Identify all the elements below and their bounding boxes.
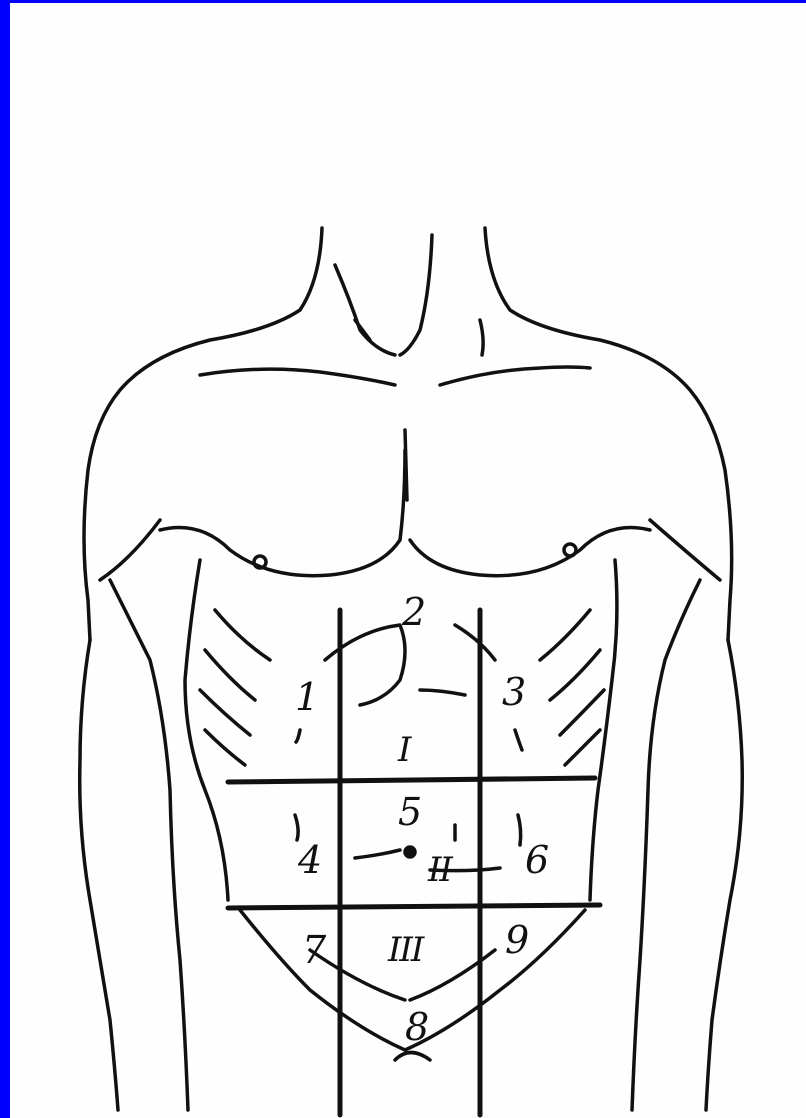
rib-left-1 — [215, 610, 270, 660]
torso-side-right — [590, 560, 617, 900]
region-label-5: 5 — [398, 793, 422, 831]
deltoid-right — [650, 520, 720, 580]
tick-left — [295, 815, 298, 840]
neck-left — [84, 228, 322, 640]
region-label-4: 4 — [298, 841, 322, 879]
neck-muscle-right — [400, 235, 432, 355]
abs-line-left — [296, 730, 300, 742]
neck-line-a — [355, 320, 370, 340]
arm-left-inner — [110, 580, 188, 1110]
rib-left-3 — [200, 690, 250, 735]
nipple-right — [564, 544, 576, 556]
region-label-2: 2 — [402, 593, 426, 631]
neck-muscle-left — [335, 265, 395, 355]
zone-label-1: I — [398, 733, 409, 767]
rib-right-2 — [550, 650, 600, 700]
torso-diagram: 1 2 3 4 5 6 7 8 9 I II III — [10, 3, 806, 1118]
pectoral-left — [160, 450, 405, 576]
arm-right-inner — [632, 580, 700, 1110]
rib-left-2 — [205, 650, 255, 700]
horizontal-line-lower — [228, 905, 600, 908]
rib-right-1 — [540, 610, 590, 660]
region-label-3: 3 — [502, 673, 526, 711]
rib-right-4 — [565, 730, 600, 765]
clavicle-left — [200, 369, 395, 385]
neck-right — [485, 228, 732, 640]
rib-left-4 — [205, 730, 245, 765]
sternum-line — [405, 430, 407, 500]
clavicle-right — [440, 367, 590, 385]
arm-left-outer — [80, 640, 118, 1110]
navel — [405, 847, 415, 857]
groin-bottom — [395, 1053, 430, 1061]
costal-arch-left — [325, 625, 405, 705]
navel-line-left — [355, 850, 400, 858]
region-label-9: 9 — [505, 921, 529, 959]
abs-line-right — [515, 730, 522, 750]
region-label-6: 6 — [525, 841, 549, 879]
arm-right-outer — [706, 640, 742, 1110]
rib-right-3 — [560, 690, 604, 735]
region-label-1: 1 — [295, 678, 319, 716]
region-label-7: 7 — [302, 931, 326, 969]
costal-arch-right — [455, 625, 495, 660]
deltoid-left — [100, 520, 160, 580]
region-label-8: 8 — [405, 1008, 429, 1046]
zone-label-2: II — [428, 853, 451, 887]
neck-line-b — [480, 320, 483, 355]
tick-right — [518, 815, 521, 845]
abs-line-center — [420, 690, 465, 695]
horizontal-line-upper — [228, 778, 595, 782]
zone-label-3: III — [388, 933, 422, 967]
blue-border-left — [0, 0, 10, 1118]
